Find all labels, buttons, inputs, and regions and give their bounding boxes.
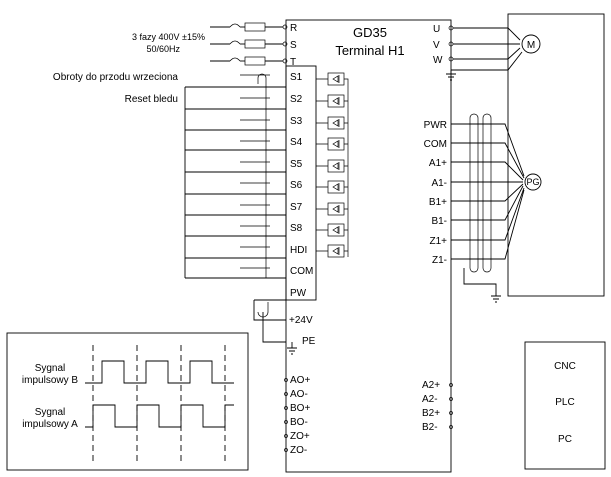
encoder-icon [524, 173, 542, 191]
pulse-terminal-dots [449, 383, 453, 429]
controller-cnc: CNC [554, 361, 576, 372]
terminal-a2-plus: A2+ [422, 380, 440, 391]
encoder-b1-minus: B1- [431, 216, 447, 227]
encoder-z1-minus: Z1- [432, 255, 447, 266]
reset-label: Reset bledu [125, 94, 178, 105]
terminal-s: S [290, 40, 297, 51]
input-s3: S3 [290, 116, 303, 127]
terminal-bo-plus: BO+ [290, 403, 310, 414]
input-s1: S1 [290, 72, 303, 83]
input-s6: S6 [290, 180, 303, 191]
terminal-t: T [290, 57, 296, 68]
terminal-b2-minus: B2- [422, 422, 438, 433]
controller-plc: PLC [555, 397, 574, 408]
power-spec: 3 fazy 400V ±15% [132, 32, 205, 42]
terminal-ao-minus: AO- [290, 389, 308, 400]
terminal-ao-plus: AO+ [290, 375, 310, 386]
optocoupler-icons [316, 72, 349, 258]
pulse-signal-box [6, 332, 249, 471]
terminal-r: R [290, 23, 297, 34]
motor-lines [446, 25, 523, 81]
supply-wiring [253, 299, 297, 355]
encoder-terminals: PWR COM A1+ A1- B1+ B1- Z1+ Z1- [424, 120, 447, 266]
terminal-b2-plus: B2+ [422, 408, 440, 419]
pulse-waveforms [85, 345, 234, 465]
drive-model: GD35 [353, 25, 387, 40]
controller-box [524, 341, 606, 470]
encoder-com: COM [424, 139, 447, 150]
encoder-b1-plus: B1+ [429, 197, 447, 208]
terminal-bo-minus: BO- [290, 417, 308, 428]
power-lines [210, 22, 288, 66]
encoder-symbol: PG [526, 177, 539, 187]
terminal-24v: +24V [289, 315, 313, 326]
signal-b-line2: impulsowy B [22, 375, 78, 386]
signal-a-line1: Sygnal [35, 407, 66, 418]
input-terminal-block [285, 65, 317, 301]
terminal-com: COM [290, 266, 313, 277]
terminal-zo-minus: ZO- [290, 445, 307, 456]
controller-pc: PC [558, 434, 572, 445]
input-s8: S8 [290, 223, 303, 234]
input-s5: S5 [290, 159, 303, 170]
terminal-a2-minus: A2- [422, 394, 438, 405]
motor-symbol: M [527, 40, 535, 51]
terminal-w: W [433, 55, 443, 66]
signal-b-line1: Sygnal [35, 363, 66, 374]
terminal-zo-plus: ZO+ [290, 431, 310, 442]
input-s7: S7 [290, 202, 303, 213]
input-s2: S2 [290, 94, 303, 105]
encoder-lines [451, 113, 525, 303]
encoder-a1-plus: A1+ [429, 158, 447, 169]
motor-icon [521, 34, 541, 54]
encoder-pwr: PWR [424, 120, 447, 131]
encoder-z1-plus: Z1+ [429, 236, 447, 247]
input-hdi: HDI [290, 245, 307, 256]
terminal-v: V [433, 40, 440, 51]
terminal-pw: PW [290, 288, 307, 299]
encoder-a1-minus: A1- [431, 178, 447, 189]
digital-input-wiring [184, 73, 286, 279]
drive-terminal-label: Terminal H1 [335, 43, 404, 58]
analog-output-dots [284, 378, 288, 452]
signal-a-line2: impulsowy A [22, 419, 78, 430]
terminal-pe: PE [302, 336, 316, 347]
forward-label: Obroty do przodu wrzeciona [53, 72, 179, 83]
input-s4: S4 [290, 137, 303, 148]
terminal-u: U [433, 24, 440, 35]
machine-box [507, 13, 605, 297]
power-frequency: 50/60Hz [146, 44, 180, 54]
